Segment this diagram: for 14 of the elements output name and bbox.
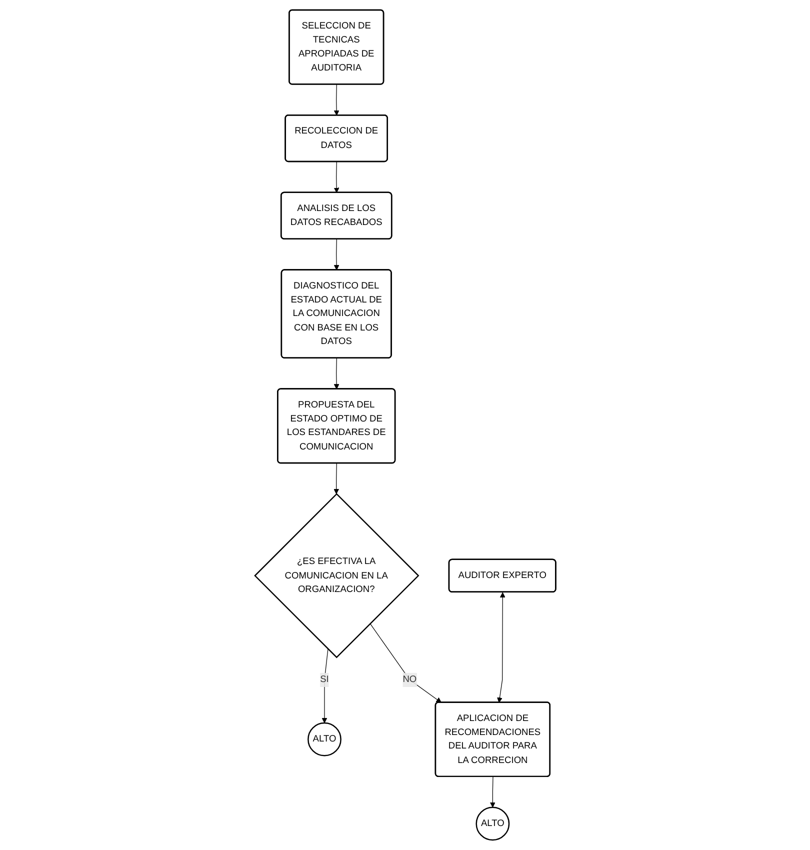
node-diamond: ¿ES EFECTIVA LA COMUNICACION EN LA ORGANIZACION?	[254, 493, 419, 658]
node-circle: ALTO	[475, 806, 510, 841]
arrow	[321, 648, 328, 724]
arrow	[334, 358, 339, 390]
node-circle: ALTO	[307, 722, 342, 756]
arrow	[490, 776, 496, 808]
arrow	[333, 463, 339, 494]
arrow	[369, 623, 442, 703]
arrow	[334, 162, 339, 193]
edge-label: NO	[402, 674, 416, 685]
arrow	[334, 238, 339, 270]
edge-label: SI	[320, 674, 329, 685]
arrow	[496, 592, 506, 703]
arrow	[334, 84, 339, 116]
